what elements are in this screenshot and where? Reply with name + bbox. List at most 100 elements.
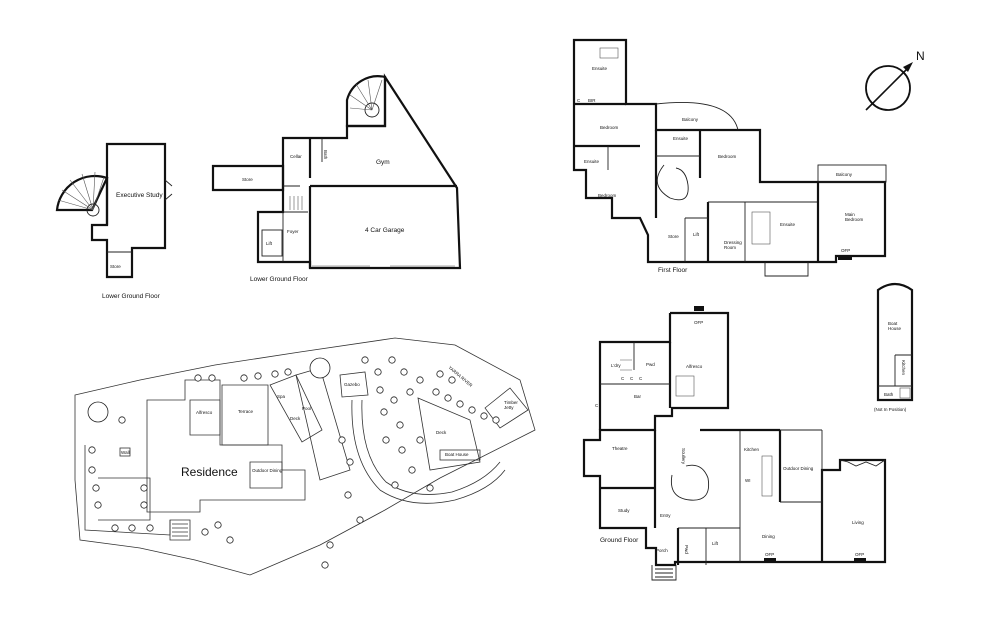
tree-icon xyxy=(226,536,234,544)
gym-spiral-stair xyxy=(345,75,387,128)
site-boat-house xyxy=(439,449,481,461)
terrace-area xyxy=(221,384,269,446)
room-gym: Gym xyxy=(376,159,390,166)
room-lift-gf: Lift xyxy=(712,541,719,546)
first-floor-outer-walls xyxy=(572,38,887,264)
ground-floor-spiral-stair xyxy=(670,464,710,501)
tree-icon xyxy=(88,446,96,454)
tree-icon xyxy=(400,368,408,376)
tree-icon xyxy=(416,376,424,384)
room-ofp-dining: OFP xyxy=(765,552,774,557)
tree-icon xyxy=(390,396,398,404)
room-living: Living xyxy=(852,520,864,525)
room-c2: C xyxy=(630,376,634,381)
shower-icon xyxy=(751,211,771,245)
room-bedroom-1: Bedroom xyxy=(600,125,619,130)
tree-icon xyxy=(140,501,148,509)
spa-area xyxy=(269,374,323,443)
laundry-fixtures xyxy=(620,359,632,371)
ground-floor-north-walls xyxy=(598,313,672,430)
balcony-curve xyxy=(655,102,739,131)
spiral-stair-core xyxy=(86,203,100,217)
boat-house-walls xyxy=(876,282,914,402)
study-door-swing-2 xyxy=(164,193,173,201)
garage-outer-walls xyxy=(256,73,462,270)
stair-treads xyxy=(289,196,303,210)
room-c1: C xyxy=(621,376,625,381)
bath-tub-icon xyxy=(599,47,619,59)
store-wing xyxy=(211,164,285,192)
site-wall-label: Wall xyxy=(121,450,130,455)
room-laundry: L'dry xyxy=(611,363,621,368)
site-outdoor-dining-label: Outdoor Dining xyxy=(252,468,283,473)
room-bar: Bar xyxy=(634,394,642,399)
room-store-ff: Store xyxy=(668,234,679,239)
tree-icon xyxy=(356,516,364,524)
kitchen-island xyxy=(761,455,773,497)
room-bath-bh: Bath xyxy=(884,392,894,397)
tree-icon xyxy=(406,388,414,396)
residence-footprint xyxy=(146,379,306,513)
tree-icon xyxy=(432,388,440,396)
tree-icon xyxy=(380,408,388,416)
tree-icon xyxy=(408,466,416,474)
compass-circle xyxy=(865,65,911,111)
site-entry-steps xyxy=(169,519,191,541)
tree-icon xyxy=(382,436,390,444)
room-ofp-ff: OFP xyxy=(841,248,850,253)
site-deck-river-label: Deck xyxy=(436,430,447,435)
tree-icon xyxy=(456,400,464,408)
compass-arrowhead-icon xyxy=(903,62,913,72)
tree-icon xyxy=(254,372,262,380)
spiral-stair-outline xyxy=(55,174,109,212)
tree-icon xyxy=(448,376,456,384)
spiral-stair-treads xyxy=(57,171,105,211)
site-terrace-label: Terrace xyxy=(238,409,254,414)
lift-shaft xyxy=(261,229,283,257)
room-wi: WI xyxy=(745,478,751,483)
room-c3: C xyxy=(639,376,643,381)
living-bay xyxy=(839,459,886,467)
site-plan: Residence Alfresco Terrace Outdoor Dinin… xyxy=(74,337,536,576)
tree-icon xyxy=(140,484,148,492)
plan-lower-ground-garage: Cellar Bath Gym 4 Car Garage Foyer Lift … xyxy=(211,73,462,283)
room-bath-lg: Bath xyxy=(323,150,328,160)
caption-first-floor: First Floor xyxy=(658,267,688,274)
tree-icon xyxy=(208,374,216,382)
tree-icon xyxy=(194,374,202,382)
room-ofp-alfresco: OFP xyxy=(694,320,703,325)
room-theatre: Theatre xyxy=(612,446,628,451)
room-ensuite-top: Ensuite xyxy=(592,66,608,71)
site-pool-label: Pool xyxy=(302,406,311,411)
outdoor-dining-area xyxy=(249,461,283,489)
tree-icon xyxy=(87,401,109,423)
tree-icon xyxy=(346,458,354,466)
bay-window xyxy=(764,262,809,277)
main-balcony xyxy=(817,164,887,183)
plan-first-floor: Ensuite BIR C Bedroom Balcony Ensuite En… xyxy=(572,38,887,277)
tree-icon xyxy=(376,386,384,394)
tree-icon xyxy=(468,406,476,414)
tree-icon xyxy=(128,524,136,532)
room-bir: BIR xyxy=(588,98,596,103)
room-ensuite-mid: Ensuite xyxy=(673,136,689,141)
tree-icon xyxy=(240,374,248,382)
tree-icon xyxy=(374,368,382,376)
tree-icon xyxy=(284,368,292,376)
tree-icon xyxy=(444,394,452,402)
ground-floor-outline xyxy=(582,311,887,567)
tree-icon xyxy=(492,416,500,424)
plan-lower-ground-study: Executive Study Store Lower Ground Floor xyxy=(55,142,173,300)
room-pwd-bottom: Pwd xyxy=(684,545,689,554)
site-gazebo-label: Gazebo xyxy=(344,382,360,387)
pool-area xyxy=(295,367,351,481)
site-large-trees xyxy=(87,357,331,423)
fireplace-living-icon xyxy=(854,558,866,563)
porch-steps xyxy=(651,565,677,581)
room-ensuite-left: Ensuite xyxy=(584,159,600,164)
tree-icon xyxy=(361,356,369,364)
room-bedroom-3: Bedroom xyxy=(598,193,617,198)
room-foyer: Foyer xyxy=(287,229,299,234)
